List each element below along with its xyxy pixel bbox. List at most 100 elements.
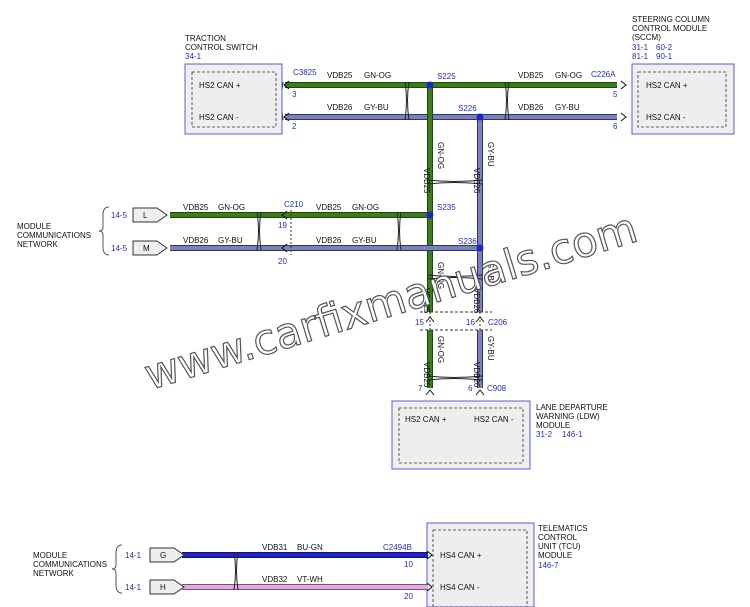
wire-label-vdb25-a: VDB25 (327, 71, 353, 80)
pin-2: 2 (292, 122, 297, 131)
wire-label-vdb26-v2: VDB26 (472, 288, 481, 314)
mcn1-line1: MODULE (17, 222, 51, 231)
wire-label-vdb26-a: VDB26 (327, 103, 353, 112)
mcn2-line3: NETWORK (33, 569, 75, 578)
ldw-ref-1: 31-2 (536, 430, 553, 439)
tcs-module-box (184, 63, 283, 135)
wire-label-gnog-c: GN-OG (218, 203, 245, 212)
sccm-inner-box (637, 71, 727, 128)
sccm-ref-1b: 60-2 (656, 43, 673, 52)
wire-label-vdb32: VDB32 (262, 575, 288, 584)
tcs-pin-hs2-can-pos: HS2 CAN + (199, 81, 241, 90)
wire-label-gybu-b: GY-BU (555, 103, 580, 112)
splice-s235: S235 (437, 203, 456, 212)
pin-16: 16 (466, 318, 475, 327)
connector-c206: C206 (488, 318, 508, 327)
connector-c226a: C226A (591, 70, 616, 79)
splice-s236: S236 (458, 237, 477, 246)
ldw-title-line1: LANE DEPARTURE (536, 403, 608, 412)
ldw-pin-hs2-can-pos: HS2 CAN + (405, 415, 447, 424)
connector-c908: C908 (487, 384, 507, 393)
wire-label-gnog-v2: GN-OG (436, 262, 445, 289)
wire-label-vdb25-c: VDB25 (183, 203, 209, 212)
wire-label-vdb25-b: VDB25 (518, 71, 544, 80)
offpage-h-ref: 14-1 (125, 583, 142, 592)
splice-s225-dot (426, 81, 434, 89)
pin-7: 7 (418, 384, 423, 393)
wire-label-bugn: BU-GN (297, 543, 323, 552)
splice-s236-dot (476, 244, 484, 252)
pin-10: 10 (404, 560, 413, 569)
offpage-g-ref: 14-1 (125, 551, 142, 560)
tcu-module-box (426, 522, 535, 607)
tcu-ref: 146-7 (538, 561, 559, 570)
mcn2-line2: COMMUNICATIONS (33, 560, 107, 569)
tcu-title-line2: CONTROL (538, 533, 578, 542)
mcn2-line1: MODULE (33, 551, 67, 560)
watermark: www.carfixmanuals.com (139, 203, 643, 400)
connector-c210: C210 (284, 200, 304, 209)
wire-label-gnog-d: GN-OG (352, 203, 379, 212)
ldw-inner-box (398, 407, 524, 464)
tcu-title-line3: UNIT (TCU) (538, 542, 581, 551)
offpage-m-ref: 14-5 (111, 244, 128, 253)
pin-3: 3 (292, 90, 297, 99)
pin-6: 6 (613, 122, 618, 131)
wire-label-gybu-a: GY-BU (364, 103, 389, 112)
tcs-title-line2: CONTROL SWITCH (185, 43, 258, 52)
offpage-m-letter: M (143, 244, 150, 253)
sccm-title-line3: (SCCM) (632, 33, 661, 42)
ldw-ref-2: 146-1 (562, 430, 583, 439)
wire-label-gybu-c: GY-BU (218, 236, 243, 245)
ldw-module-box (391, 400, 531, 470)
tcs-title-line1: TRACTION (185, 34, 226, 43)
wire-label-vdb25-d: VDB25 (316, 203, 342, 212)
tcu-pin-hs4-can-pos: HS4 CAN + (440, 551, 482, 560)
splice-s226-dot (476, 113, 484, 121)
ldw-pin-hs2-can-neg: HS2 CAN - (474, 415, 514, 424)
wire-label-vdb31: VDB31 (262, 543, 288, 552)
sccm-ref-1a: 31-1 (632, 43, 649, 52)
splice-s235-dot (426, 211, 434, 219)
wire-label-vdb26-c: VDB26 (183, 236, 209, 245)
pin-20: 20 (278, 257, 287, 266)
twist-markers (256, 81, 510, 381)
wire-label-gnog-a: GN-OG (364, 71, 391, 80)
wire-label-gnog-v3: GN-OG (436, 336, 445, 363)
wire-label-gybu-v1: GY-BU (486, 142, 495, 167)
ldw-title-line3: MODULE (536, 421, 570, 430)
wire-label-gnog-v1: GN-OG (436, 142, 445, 169)
sccm-title-line2: CONTROL MODULE (632, 24, 707, 33)
tcs-pin-hs2-can-neg: HS2 CAN - (199, 113, 239, 122)
wire-label-gybu-v3: GY-BU (486, 336, 495, 361)
sccm-pin-hs2-can-pos: HS2 CAN + (646, 81, 688, 90)
connector-c2494b: C2494B (383, 543, 412, 552)
sccm-title-line1: STEERING COLUMN (632, 15, 710, 24)
pin-15: 15 (415, 318, 424, 327)
pin-6b: 6 (468, 384, 473, 393)
wire-label-vdb26-v3: VDB26 (472, 362, 481, 388)
pin-arrows (281, 80, 627, 592)
wire-label-vtwh: VT-WH (297, 575, 323, 584)
twist-markers-lower (233, 551, 239, 591)
mcn1-line3: NETWORK (17, 240, 59, 249)
wire-label-vdb25-v3: VDB25 (422, 362, 431, 388)
splice-s225: S225 (437, 72, 456, 81)
wire-label-vdb26-v1: VDB26 (472, 168, 481, 194)
mcn1-line2: COMMUNICATIONS (17, 231, 91, 240)
wire-label-vdb25-v1: VDB25 (422, 168, 431, 194)
sccm-ref-2a: 81-1 (632, 52, 649, 61)
wire-label-gnog-b: GN-OG (555, 71, 582, 80)
wire-label-vdb26-b: VDB26 (518, 103, 544, 112)
sccm-pin-hs2-can-neg: HS2 CAN - (646, 113, 686, 122)
tcu-title-line1: TELEMATICS (538, 524, 588, 533)
tcu-inner-box (432, 529, 528, 607)
connector-c3825: C3825 (293, 68, 317, 77)
pin-19: 19 (278, 221, 287, 230)
tcu-title-line4: MODULE (538, 551, 572, 560)
tcs-ref: 34-1 (185, 52, 202, 61)
tcs-inner-box (191, 71, 277, 128)
wire-label-gybu-d: GY-BU (352, 236, 377, 245)
pin-5: 5 (613, 90, 618, 99)
